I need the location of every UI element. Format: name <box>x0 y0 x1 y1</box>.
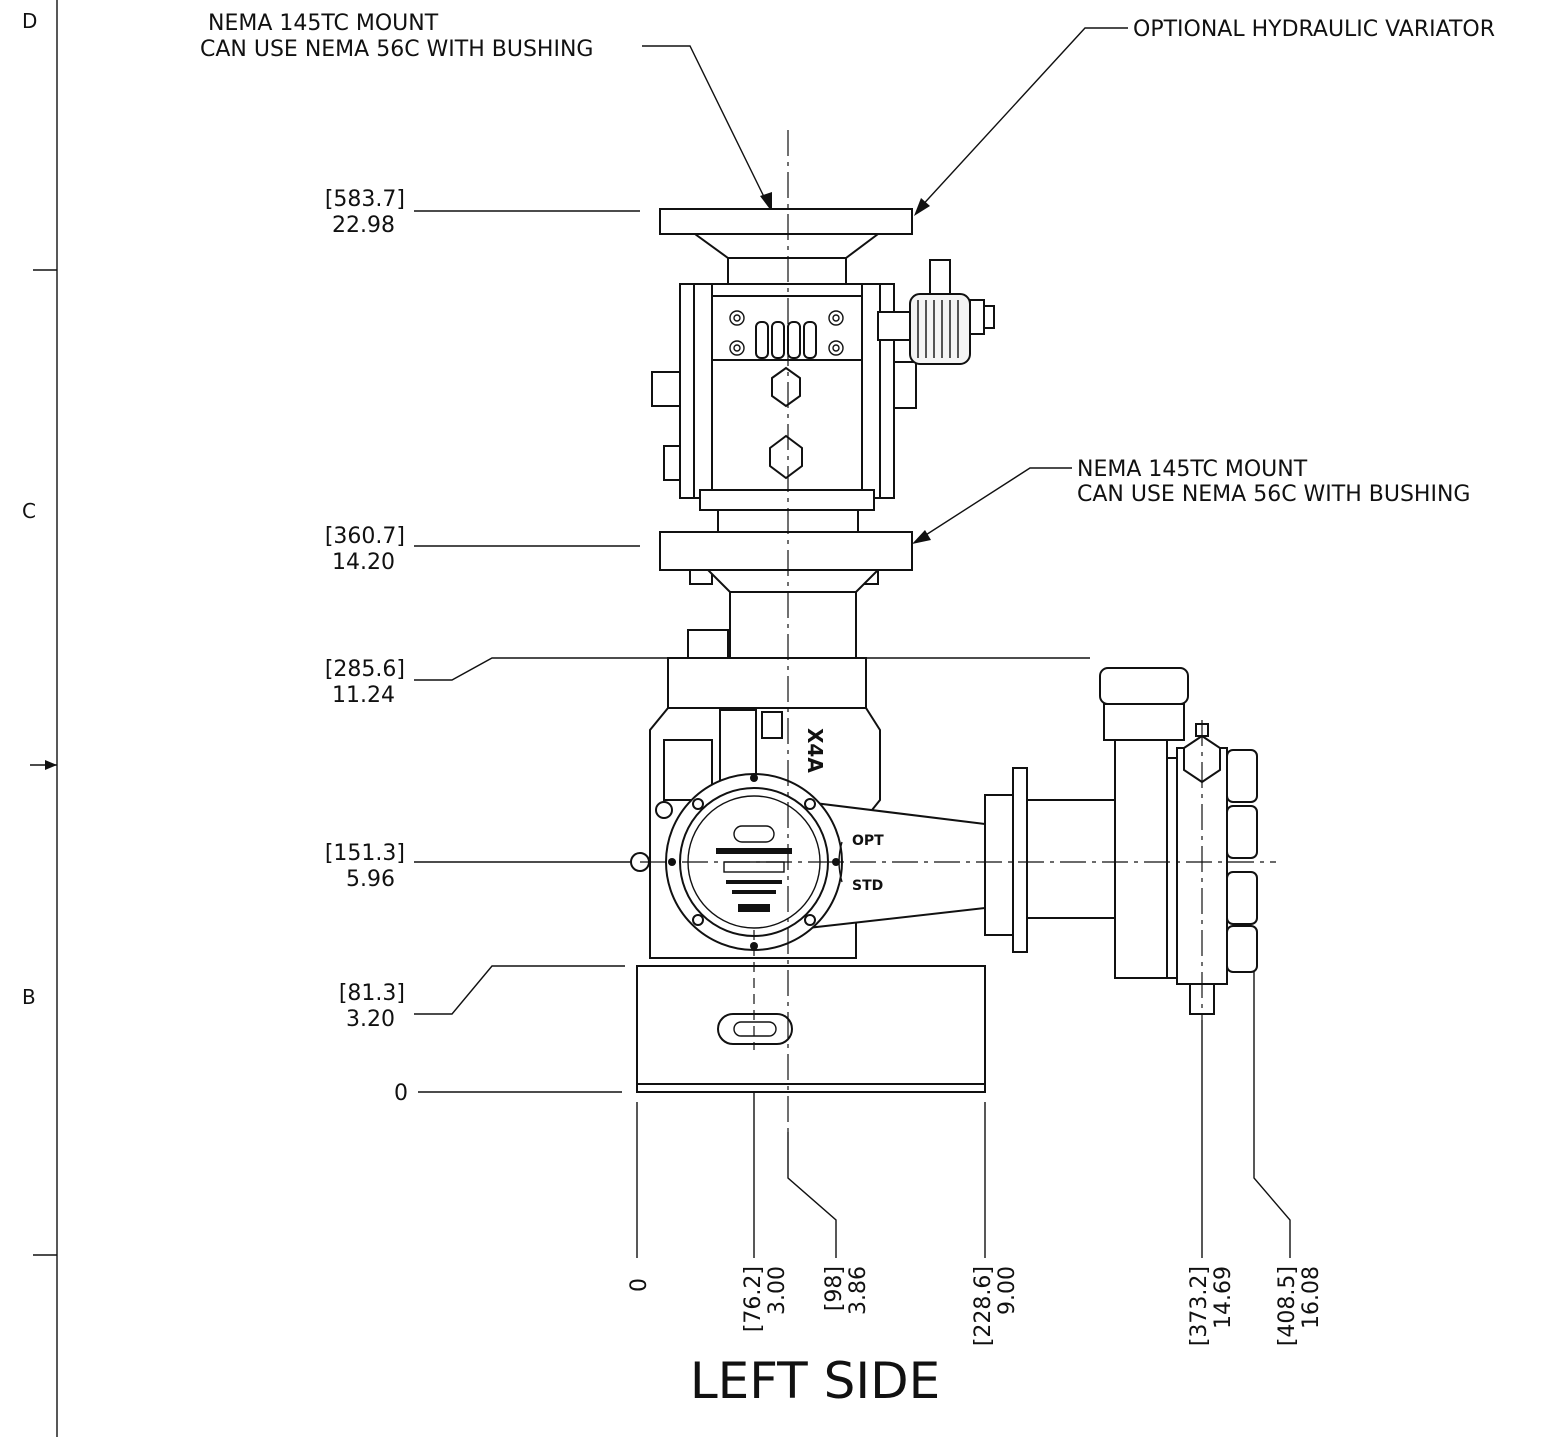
vertical-dimensions: [583.7] 22.98 [360.7] 14.20 [285.6] 11.2… <box>325 187 1090 1106</box>
vdim-151-mm: [151.3] <box>325 841 405 866</box>
pump-assembly: OPT STD X4A <box>630 130 1276 1132</box>
hdim-76-mm: [76.2] <box>741 1266 766 1332</box>
zone-label-d: D <box>22 9 37 33</box>
hdim-228-mm: [228.6] <box>971 1266 996 1346</box>
hdim-0-in: 0 <box>627 1278 652 1292</box>
vdim-285-in: 11.24 <box>332 683 395 708</box>
zone-label-b: B <box>22 985 36 1009</box>
callout-top-mount-line1: NEMA 145TC MOUNT <box>208 11 439 36</box>
callout-top-mount: NEMA 145TC MOUNT CAN USE NEMA 56C WITH B… <box>200 11 772 212</box>
callout-variator-text: OPTIONAL HYDRAULIC VARIATOR <box>1133 17 1495 42</box>
center-lines <box>640 130 1276 1132</box>
vdim-81-in: 3.20 <box>346 1007 395 1032</box>
hdim-76-in: 3.00 <box>765 1266 790 1315</box>
vdim-583-in: 22.98 <box>332 213 395 238</box>
callout-variator: OPTIONAL HYDRAULIC VARIATOR <box>914 17 1495 216</box>
hdim-408-in: 16.08 <box>1299 1266 1324 1329</box>
vdim-583-mm: [583.7] <box>325 187 405 212</box>
drawing-border: D C B <box>22 0 58 1437</box>
callout-mid-mount: NEMA 145TC MOUNT CAN USE NEMA 56C WITH B… <box>912 457 1470 544</box>
hdim-228-in: 9.00 <box>995 1266 1020 1315</box>
zone-label-c: C <box>22 499 36 523</box>
model-label: X4A <box>803 728 827 773</box>
vdim-81-mm: [81.3] <box>339 981 405 1006</box>
callout-mid-mount-line2: CAN USE NEMA 56C WITH BUSHING <box>1077 482 1470 507</box>
stroke-direction-marks: OPT STD X4A <box>803 728 884 894</box>
pump-base <box>636 965 986 1093</box>
hdim-98-mm: [98] <box>822 1266 847 1311</box>
vdim-151-in: 5.96 <box>346 867 395 892</box>
callout-mid-mount-line1: NEMA 145TC MOUNT <box>1077 457 1308 482</box>
mid-mount-flange <box>659 531 913 659</box>
variator-knob <box>877 259 995 365</box>
hdim-373-mm: [373.2] <box>1187 1266 1212 1346</box>
top-mount-flange <box>659 208 913 285</box>
view-title: LEFT SIDE <box>690 1352 940 1410</box>
vdim-360-mm: [360.7] <box>325 524 405 549</box>
horizontal-dimensions: 0 [76.2] 3.00 [98] 3.86 [228.6] 9.00 [37… <box>627 972 1324 1346</box>
drive-arm <box>789 767 1116 953</box>
vdim-285-mm: [285.6] <box>325 657 405 682</box>
hdim-408-mm: [408.5] <box>1275 1266 1300 1346</box>
opt-label: OPT <box>852 833 884 849</box>
callout-top-mount-line2: CAN USE NEMA 56C WITH BUSHING <box>200 37 593 62</box>
variator-gearbox <box>651 283 917 533</box>
std-label: STD <box>852 878 883 894</box>
vdim-360-in: 14.20 <box>332 550 395 575</box>
hdim-98-in: 3.86 <box>846 1266 871 1315</box>
vdim-0-in: 0 <box>394 1081 408 1106</box>
hdim-373-in: 14.69 <box>1211 1266 1236 1329</box>
pump-head <box>1099 667 1258 1015</box>
